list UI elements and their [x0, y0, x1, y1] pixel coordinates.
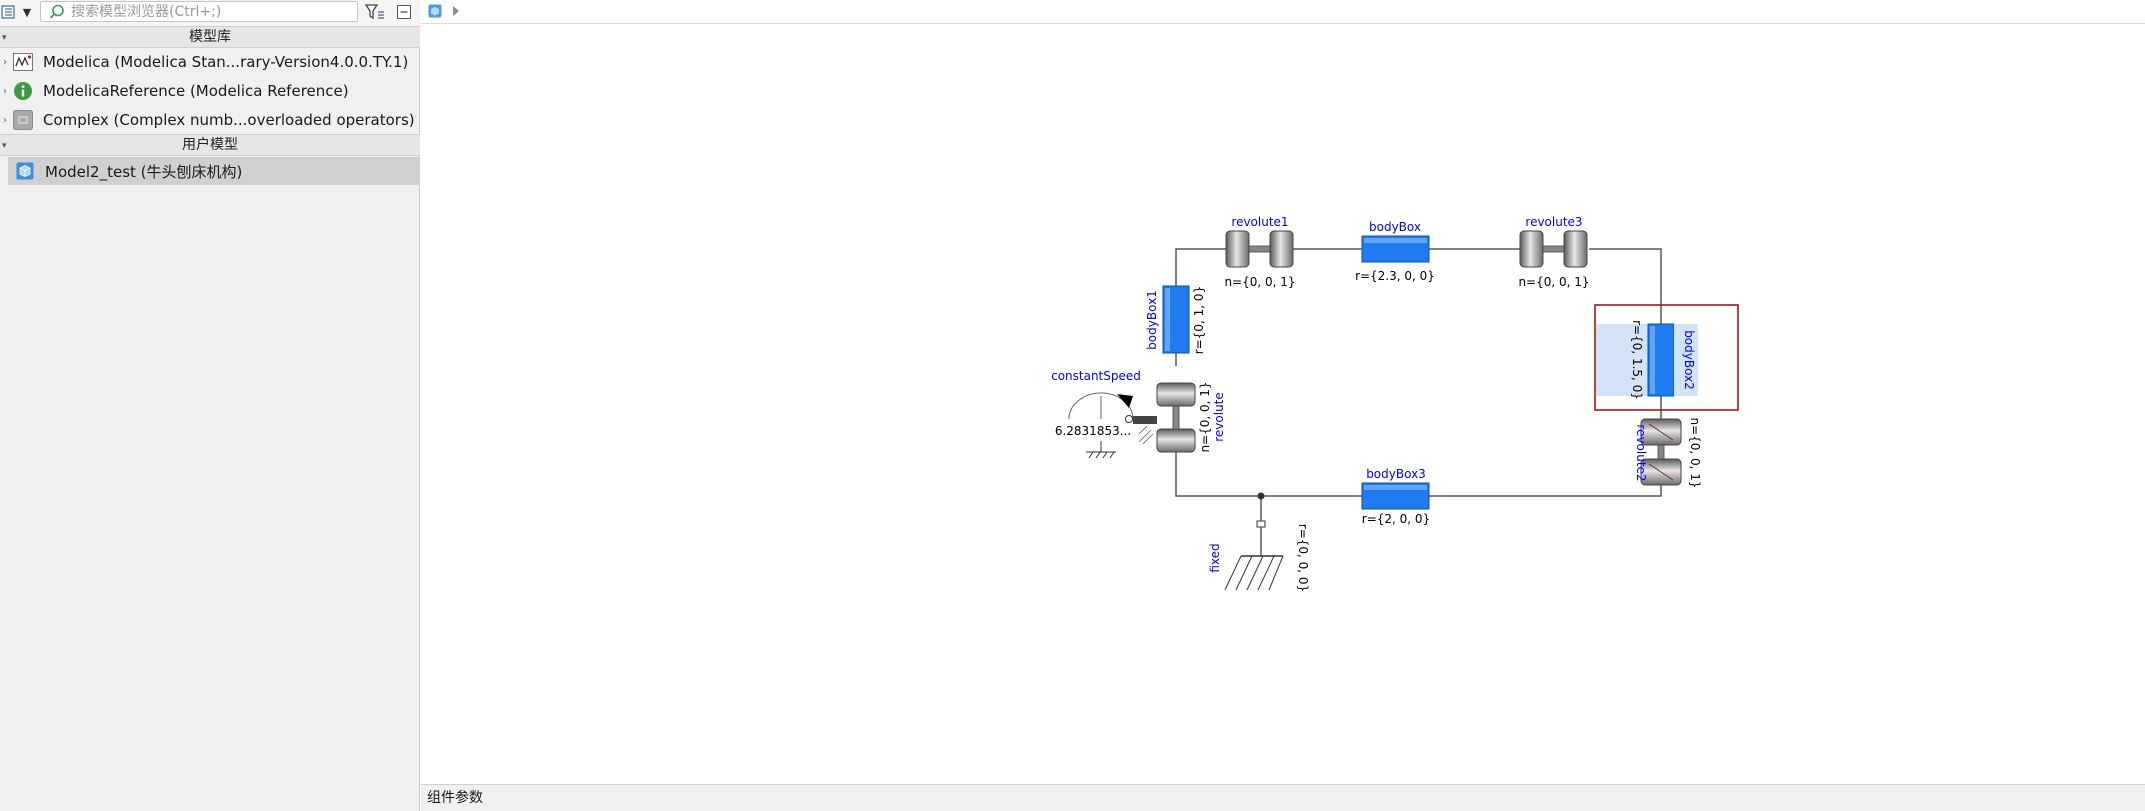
- fixed-ground[interactable]: fixed r={0, 0, 0}: [1208, 520, 1310, 592]
- panel-title: 组件参数: [427, 790, 483, 806]
- bodyBox-param: r={2.3, 0, 0}: [1355, 269, 1435, 283]
- constantSpeed-source[interactable]: constantSpeed 6.2831853...: [1051, 369, 1157, 459]
- fixed-label: fixed: [1208, 543, 1222, 572]
- collapse-icon: [397, 5, 411, 19]
- search-box: [40, 1, 358, 22]
- search-icon: [49, 4, 64, 19]
- constantSpeed-label: constantSpeed: [1051, 369, 1141, 383]
- section-title: 模型库: [189, 29, 231, 45]
- chevron-down-icon: ▾: [2, 33, 7, 43]
- modelica-library-icon: [12, 52, 34, 72]
- model-cube-icon: [14, 161, 36, 181]
- fixed-param: r={0, 0, 0}: [1296, 524, 1310, 592]
- diagram-canvas[interactable]: revolute1 n={0, 0, 1} bodyBox r={2.3, 0,…: [421, 24, 2145, 784]
- selection-frame: [1594, 304, 1739, 411]
- filter-button[interactable]: [364, 2, 386, 22]
- browser-toolbar: ▼: [0, 0, 420, 26]
- bodyBox3-param: r={2, 0, 0}: [1362, 512, 1430, 526]
- search-input[interactable]: [71, 2, 341, 21]
- tree-view-icon: [1, 5, 15, 19]
- bodyBox1-body[interactable]: bodyBox1 r={0, 1, 0}: [1145, 285, 1206, 354]
- revolute3-label: revolute3: [1525, 215, 1582, 229]
- complex-package-icon: [12, 110, 34, 130]
- tree-item-label: Model2_test (牛头刨床机构): [45, 162, 243, 181]
- revolute3-joint[interactable]: revolute3 n={0, 0, 1}: [1518, 215, 1589, 289]
- chevron-right-icon[interactable]: ›: [3, 56, 7, 68]
- tree-view-button[interactable]: [0, 2, 18, 22]
- chevron-down-icon: ▾: [2, 141, 7, 151]
- chevron-down-icon[interactable]: ▼: [22, 5, 32, 19]
- breadcrumb: [421, 0, 2145, 24]
- revolute3-param: n={0, 0, 1}: [1518, 275, 1589, 289]
- model-browser-panel: ▼ ▾ 模型库 ›: [0, 0, 420, 811]
- junction-dot: [1257, 492, 1265, 500]
- section-title: 用户模型: [182, 137, 238, 153]
- tree-item-label: Modelica (Modelica Stan...rary-Version4.…: [43, 53, 409, 71]
- library-section-header[interactable]: ▾ 模型库: [0, 26, 420, 48]
- info-icon: [12, 81, 34, 101]
- revolute1-param: n={0, 0, 1}: [1224, 275, 1295, 289]
- connection-wires: [1175, 248, 1662, 556]
- bodyBox3-label: bodyBox3: [1366, 467, 1426, 481]
- tree-item-label: ModelicaReference (Modelica Reference): [43, 82, 349, 100]
- tree-item-modelica[interactable]: › Modelica (Modelica Stan...rary-Version…: [0, 48, 420, 76]
- collapse-all-button[interactable]: [394, 2, 414, 22]
- tree-item-complex[interactable]: › Complex (Complex numb...overloaded ope…: [0, 106, 420, 134]
- revolute-joint[interactable]: revolute n={0, 0, 1}: [1156, 381, 1226, 453]
- chevron-right-icon[interactable]: ›: [3, 114, 7, 126]
- filter-icon: [365, 4, 384, 20]
- revolute1-joint[interactable]: revolute1 n={0, 0, 1}: [1224, 215, 1295, 289]
- user-section-header[interactable]: ▾ 用户模型: [0, 134, 420, 156]
- tree-item-label: Complex (Complex numb...overloaded opera…: [43, 111, 415, 129]
- bodyBox-label: bodyBox: [1369, 220, 1421, 234]
- bodyBox2-label: bodyBox2: [1682, 330, 1696, 390]
- tree-item-model2-test[interactable]: Model2_test (牛头刨床机构): [8, 157, 420, 185]
- revolute2-joint[interactable]: revolute2 n={0, 0, 1}: [1634, 417, 1702, 488]
- revolute-label: revolute: [1212, 392, 1226, 442]
- chevron-right-icon[interactable]: [452, 6, 460, 16]
- component-parameters-panel: 组件参数: [421, 784, 2145, 811]
- bodyBox1-param: r={0, 1, 0}: [1192, 286, 1206, 354]
- chevron-right-icon[interactable]: ›: [3, 85, 7, 97]
- model-diagram: revolute1 n={0, 0, 1} bodyBox r={2.3, 0,…: [1051, 215, 1739, 592]
- bodyBox3-body[interactable]: bodyBox3 r={2, 0, 0}: [1361, 467, 1430, 526]
- bodyBox-body[interactable]: bodyBox r={2.3, 0, 0}: [1355, 220, 1435, 283]
- bodyBox1-label: bodyBox1: [1145, 290, 1159, 350]
- bodyBox2-param: r={0, 1.5, 0}: [1630, 320, 1644, 400]
- revolute1-label: revolute1: [1231, 215, 1288, 229]
- bodyBox2-body[interactable]: bodyBox2 r={0, 1.5, 0}: [1594, 304, 1739, 411]
- tree-item-modelica-reference[interactable]: › ModelicaReference (Modelica Reference): [0, 77, 420, 105]
- constantSpeed-param: 6.2831853...: [1055, 424, 1131, 438]
- revolute2-label: revolute2: [1634, 424, 1648, 481]
- revolute-param: n={0, 0, 1}: [1198, 381, 1212, 452]
- model-cube-icon[interactable]: [428, 4, 442, 18]
- revolute2-param: n={0, 0, 1}: [1688, 417, 1702, 488]
